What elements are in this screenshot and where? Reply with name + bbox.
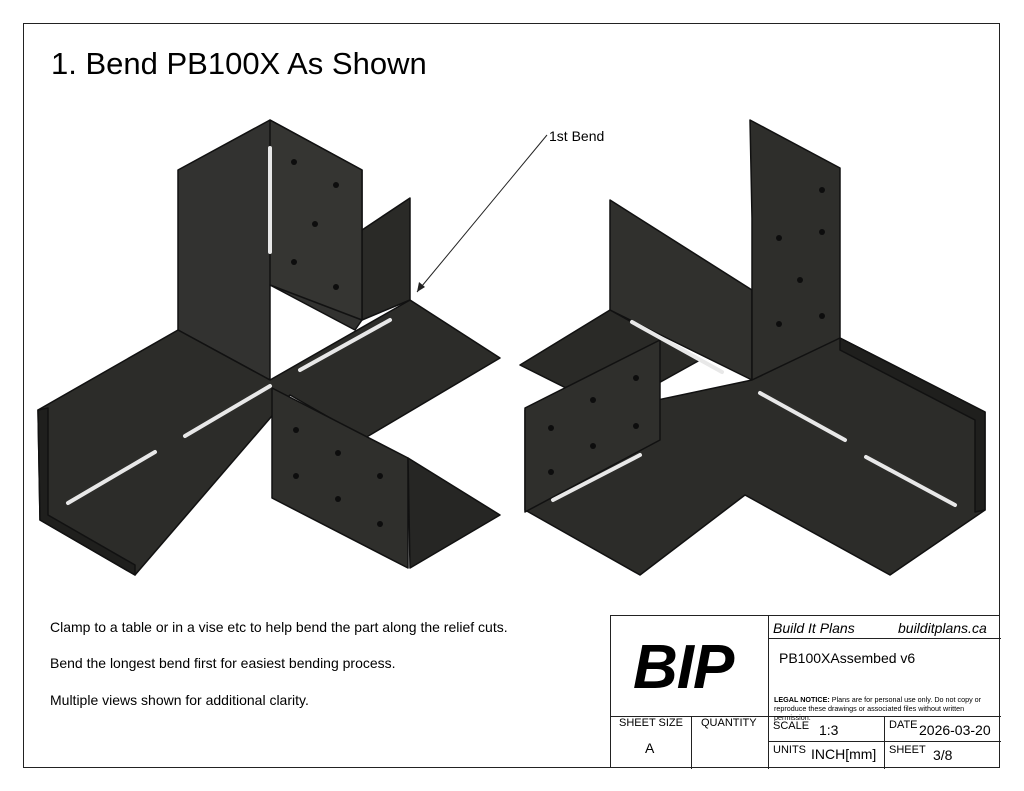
date-label: DATE: [889, 719, 918, 731]
left-view-slots: [66, 146, 392, 505]
scale-label: SCALE: [773, 720, 810, 732]
note-multiple-views: Multiple views shown for additional clar…: [50, 692, 309, 708]
legal-notice-text: Plans are for personal use only. Do not …: [774, 695, 982, 722]
quantity-label: QUANTITY: [701, 717, 757, 729]
units-value: INCH[mm]: [811, 746, 877, 762]
company-website: builditplans.ca: [898, 620, 987, 636]
left-view-holes: [291, 159, 383, 527]
title-block: BIP Build It Plans builditplans.ca PB100…: [610, 615, 1001, 769]
drawing-border: [23, 23, 1000, 768]
sheet-size-value: A: [645, 740, 655, 756]
note-longest-bend: Bend the longest bend first for easiest …: [50, 655, 396, 671]
page-title: 1. Bend PB100X As Shown: [51, 46, 427, 81]
right-view-slots: [551, 320, 957, 507]
scale-value: 1:3: [819, 722, 839, 738]
legal-notice-label: LEGAL NOTICE:: [774, 695, 830, 704]
bip-logo: BIP: [633, 633, 734, 702]
date-value: 2026-03-20: [919, 722, 991, 738]
right-view-part: [519, 119, 986, 576]
first-bend-callout: 1st Bend: [549, 128, 605, 144]
sheet-label: SHEET: [889, 744, 926, 756]
units-label: UNITS: [773, 744, 806, 756]
legal-notice: LEGAL NOTICE: Plans are for personal use…: [774, 695, 998, 722]
callout-arrowhead: [417, 282, 425, 292]
right-view-holes: [548, 187, 825, 475]
company-name: Build It Plans: [773, 620, 855, 636]
part-name: PB100XAssembed v6: [779, 650, 916, 666]
sheet-value: 3/8: [933, 747, 953, 763]
callout-leader-line: [416, 134, 548, 293]
note-clamp: Clamp to a table or in a vise etc to hel…: [50, 619, 508, 635]
sheet-size-label: SHEET SIZE: [619, 717, 683, 729]
